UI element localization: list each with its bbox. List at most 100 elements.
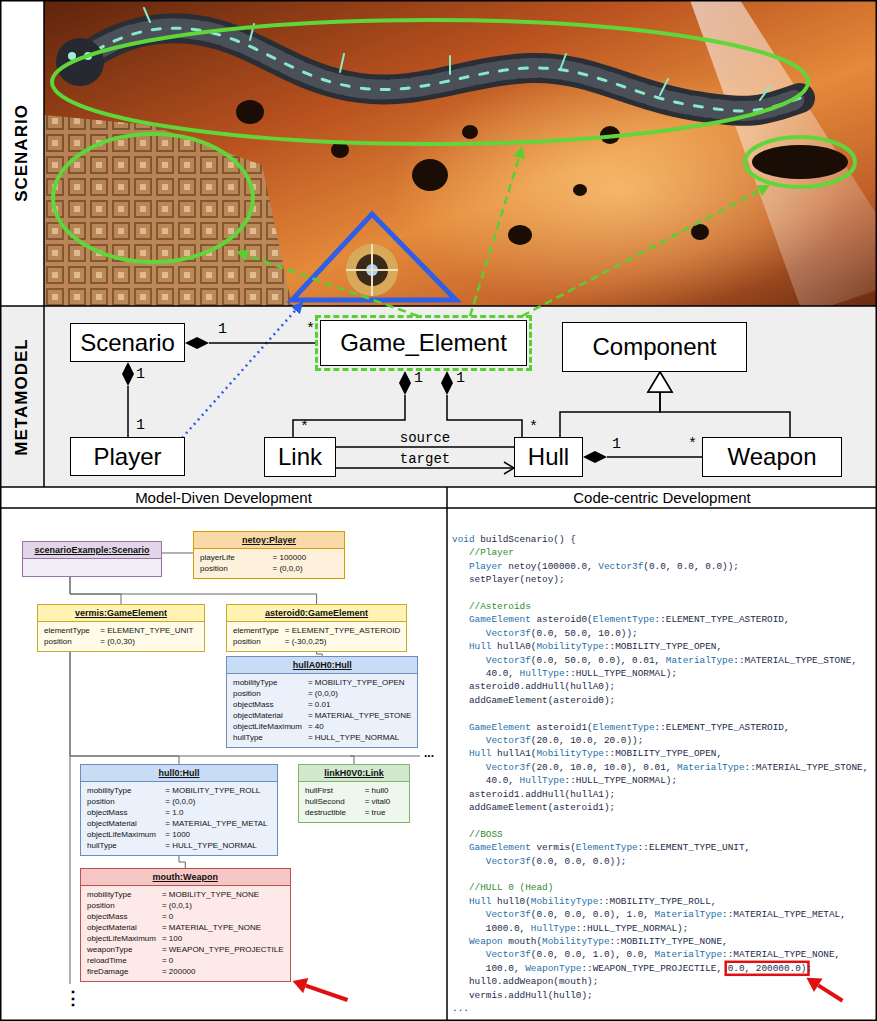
highlight-arrow-head (806, 978, 822, 992)
connector-line (70, 577, 121, 604)
text: METAMODEL (12, 338, 31, 455)
object-box: netoy:PlayerplayerLife= 100000position= … (193, 531, 345, 579)
scene-shape (752, 145, 848, 179)
text: = MATERIAL_TYPE_METAL (165, 818, 271, 829)
scene-shape (80, 28, 800, 111)
light-beam (690, 0, 877, 306)
scene-shape (346, 244, 398, 296)
code-keyword: MaterialType (666, 655, 734, 666)
text: Hull hull0(MobilityType::MOBILITY_TYPE_R… (469, 896, 717, 907)
connector-line (293, 395, 405, 437)
text: = 1000 (165, 829, 271, 840)
connector (293, 371, 411, 437)
text: 100.0, WeaponType::WEAPON_TYPE_PROJECTIL… (486, 963, 812, 974)
scene-shape (745, 137, 855, 187)
text: Vector3f(0.0, 50.0, 0.0), 0.01, Material… (486, 655, 857, 666)
panel-title: METAMODEL (12, 338, 32, 455)
connector-line (209, 342, 315, 344)
text: = true (365, 807, 403, 818)
text: setPlayer(netoy); (469, 574, 565, 585)
scene-shape (691, 224, 709, 240)
code-line: vermis.addHull(hull0); (452, 989, 593, 1002)
code-keyword: ElementType (593, 722, 655, 733)
connector-line (70, 652, 179, 764)
code-line: Vector3f(0.0, 0.0, 1.0), 0.0, MaterialTy… (452, 948, 840, 961)
scene-shape (0, 305, 877, 307)
mapping-arrows (182, 148, 768, 438)
code-keyword: GameElement (469, 722, 531, 733)
multiplicity: 1 (612, 436, 621, 453)
code-line: hull0.addWeapon(mouth); (452, 975, 598, 988)
text: hull0:Hull (159, 768, 200, 778)
object-attributes: hullFirst= hull0hullSecond= vital0destru… (299, 782, 409, 822)
scene-shape (462, 125, 478, 139)
connector-line (560, 392, 660, 437)
text: = 0 (162, 911, 284, 922)
text: fireDamage (87, 966, 156, 977)
code-line: Vector3f(0.0, 50.0, 0.0), 0.01, Material… (452, 654, 857, 667)
text: * (529, 419, 538, 436)
scene-shape (446, 487, 448, 1021)
code-line: GameElement asteroid1(ElementType::ELEME… (452, 721, 790, 734)
text: ⋮ (64, 988, 82, 1008)
code-line: 1000.0, HullType::HULL_TYPE_NORMAL); (452, 922, 688, 935)
text: Model-Diven Development (135, 489, 312, 506)
code-keyword: HullType (531, 923, 576, 934)
scene-shape (70, 756, 71, 984)
text: Scenario (80, 329, 175, 357)
panel-title: SCENARIO (12, 104, 32, 202)
text: //Asteroids (469, 601, 531, 612)
scene-shape (238, 252, 418, 316)
object-box: mouth:WeaponmobilityType= MOBILITY_TYPE_… (80, 868, 291, 982)
text: scenarioExample:Scenario (34, 545, 149, 555)
object-attributes: playerLife= 100000position= (0,0,0) (194, 549, 344, 578)
highlight-arrow (293, 978, 348, 1000)
stone-structure (44, 115, 292, 306)
composition-diamond (399, 371, 411, 395)
text: = HULL_TYPE_NORMAL (165, 840, 271, 851)
text: vermis:GameElement (75, 608, 167, 618)
scene-shape (522, 186, 768, 316)
text: Code-centric Development (573, 489, 751, 506)
text: = (0,0,0) (165, 796, 271, 807)
code-keyword: Vector3f (486, 909, 531, 920)
code-keyword: MaterialType (655, 909, 723, 920)
code-keyword: ElementType (593, 614, 655, 625)
code-keyword: ElementType (576, 842, 638, 853)
connector-line (336, 467, 514, 469)
object-header: netoy:Player (194, 532, 344, 549)
connector (162, 553, 193, 554)
code-keyword: Weapon (469, 936, 503, 947)
text: = HULL_TYPE_NORMAL (308, 732, 412, 743)
column-title: Model-Diven Development (0, 489, 447, 506)
text: elementType (233, 625, 279, 636)
code-line: addGameElement(asteroid1); (452, 801, 615, 814)
connector-line (447, 395, 522, 437)
text: Vector3f(0.0, 50.0, 10.0)); (486, 628, 638, 639)
highlight-arrow-shaft (306, 986, 348, 1000)
text: objectMass (87, 807, 159, 818)
connector-line (607, 456, 702, 458)
text: 40.0, HullType::HULL_TYPE_NORMAL); (486, 668, 677, 679)
code-line: void buildScenario() { (452, 533, 576, 546)
connector-line (336, 446, 514, 448)
text: Vector3f(0.0, 0.0, 0.0)); (486, 856, 627, 867)
text: hullType (87, 840, 159, 851)
object-attributes: elementType= ELEMENT_TYPE_UNITposition= … (38, 622, 204, 651)
highlight-arrow-shaft (818, 985, 842, 1000)
text: SCENARIO (12, 104, 31, 202)
text: = hull0 (365, 785, 403, 796)
text: = (0,0,30) (100, 636, 198, 647)
code-line: 100.0, WeaponType::WEAPON_TYPE_PROJECTIL… (452, 962, 812, 975)
code-line: Weapon mouth(MobilityType::MOBILITY_TYPE… (452, 935, 728, 948)
text: = MATERIAL_TYPE_STONE (308, 710, 412, 721)
text: objectLifeMaximum (87, 933, 156, 944)
text: = vital0 (365, 796, 403, 807)
text: mobilityType (87, 889, 156, 900)
text: void buildScenario() { (452, 534, 576, 545)
text: mobilityType (233, 677, 302, 688)
code-line: //HULL 0 (Head) (452, 881, 553, 894)
text: objectLifeMaximum (87, 829, 159, 840)
text: //HULL 0 (Head) (469, 882, 553, 893)
code-keyword: Vector3f (486, 655, 531, 666)
